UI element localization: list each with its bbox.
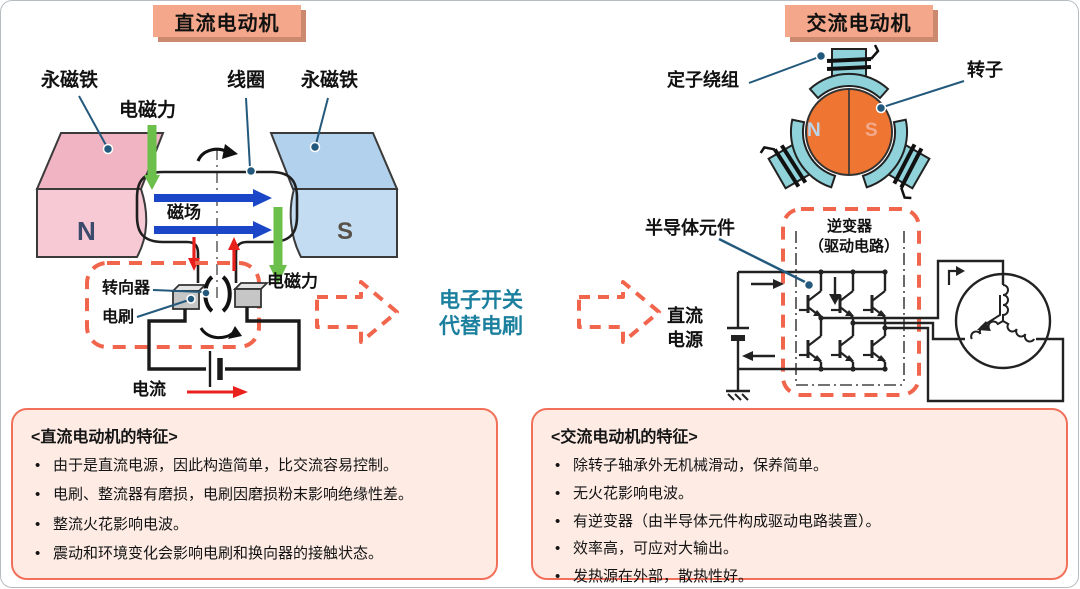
label-brush: 电刷: [102, 309, 135, 326]
label-ac-pole-s: S: [865, 120, 878, 141]
label-dc-source-line2: 电源: [667, 330, 703, 350]
dc-leader-lines: [78, 95, 329, 318]
label-inverter-line1: 逆变器: [827, 218, 873, 235]
inverter-highlight-box: [781, 207, 921, 397]
ac-features-list: 除转子轴承外无机械滑动，保养简单。 无火花影响电波。 有逆变器（由半导体元件构成…: [551, 457, 1048, 587]
label-field: 磁场: [167, 203, 201, 222]
label-coil: 线圈: [227, 70, 266, 91]
list-item: 发热源在外部，散热性好。: [551, 568, 1048, 587]
label-magnet-right: 永磁铁: [301, 70, 359, 91]
dc-motor-diagram: [35, 95, 399, 398]
dc-title-box: 直流电动机: [153, 5, 301, 37]
dc-title: 直流电动机: [174, 12, 280, 35]
three-phase-motor: [918, 259, 1065, 403]
label-commutator: 转向器: [102, 280, 151, 297]
force-arrow-right: [269, 207, 287, 284]
center-note-line1: 电子开关: [439, 289, 523, 312]
ac-motor-diagram: [718, 43, 1065, 403]
list-item: 由于是直流电源，因此构造简单，比交流容易控制。: [31, 457, 478, 476]
label-semiconductor: 半导体元件: [645, 218, 735, 238]
list-item: 有逆变器（由半导体元件构成驱动电路装置）。: [551, 513, 1048, 532]
label-ac-pole-n: N: [807, 120, 821, 141]
dc-leader-dots: [102, 141, 321, 304]
inverter-inner-frame: [795, 231, 905, 386]
dc-features-list: 由于是直流电源，因此构造简单，比交流容易控制。 电刷、整流器有磨损，电刷因磨损粉…: [31, 457, 478, 564]
motor-diagrams-art: [35, 43, 1065, 403]
label-magnet-left: 永磁铁: [41, 70, 99, 91]
dc-source-battery: [726, 272, 750, 401]
list-item: 除转子轴承外无机械滑动，保养简单。: [551, 457, 1048, 476]
dashed-block-arrow-right: [577, 280, 661, 344]
list-item: 无火花影响电波。: [551, 485, 1048, 504]
label-pole-n: N: [77, 216, 96, 246]
list-item: 电刷、整流器有磨损，电刷因磨损粉末影响绝缘性差。: [31, 486, 478, 505]
label-inverter-line2: （驱动电路）: [809, 238, 900, 255]
list-item: 震动和环境变化会影响电刷和换向器的接触状态。: [31, 545, 478, 564]
label-current: 电流: [132, 380, 166, 399]
ac-leader-lines: [748, 56, 965, 108]
rotor: [805, 88, 893, 176]
permanent-magnet-n: [35, 132, 165, 258]
rotation-arrow-bottom: [199, 326, 242, 340]
dc-supply-circuit: [147, 307, 301, 387]
ac-features-title: <交流电动机的特征>: [551, 429, 698, 446]
inverter-nodes: [818, 269, 888, 372]
inverter-current-arrows: [742, 277, 841, 361]
semiconductor-leader-line: [718, 237, 808, 285]
field-arrows: [154, 189, 272, 239]
current-arrow: [187, 386, 248, 398]
dashed-block-arrow-left: [315, 280, 399, 344]
coil-outline: [135, 170, 299, 283]
label-stator-winding: 定子绕组: [667, 70, 739, 90]
list-item: 整流火花影响电波。: [31, 516, 478, 535]
leg-current-arrows: [188, 237, 240, 271]
semiconductor-leader-dot: [803, 279, 815, 291]
inverter-circuit: [738, 270, 918, 371]
label-em-force-right: 电磁力: [267, 272, 318, 291]
label-em-force-top: 电磁力: [119, 100, 177, 121]
label-pole-s: S: [337, 218, 354, 245]
force-arrow-left: [144, 125, 160, 190]
rotation-arrow-top: [196, 144, 238, 162]
ac-features-box: <交流电动机的特征> 除转子轴承外无机械滑动，保养简单。 无火花影响电波。 有逆…: [531, 408, 1068, 587]
dc-features-box: <直流电动机的特征> 由于是直流电源，因此构造简单，比交流容易控制。 电刷、整流…: [11, 408, 498, 580]
label-rotor: 转子: [967, 60, 1003, 80]
center-note-line2: 代替电刷: [439, 315, 523, 338]
list-item: 效率高，可应对大输出。: [551, 540, 1048, 559]
brush-right: [232, 282, 270, 308]
ac-title: 交流电动机: [806, 12, 912, 35]
permanent-magnet-s: [269, 132, 399, 258]
transition-arrows: [315, 280, 661, 344]
dc-features-title: <直流电动机的特征>: [31, 429, 178, 446]
ac-leader-dots: [815, 50, 887, 114]
ac-title-box: 交流电动机: [785, 5, 933, 37]
label-dc-source-line1: 直流: [667, 306, 703, 326]
